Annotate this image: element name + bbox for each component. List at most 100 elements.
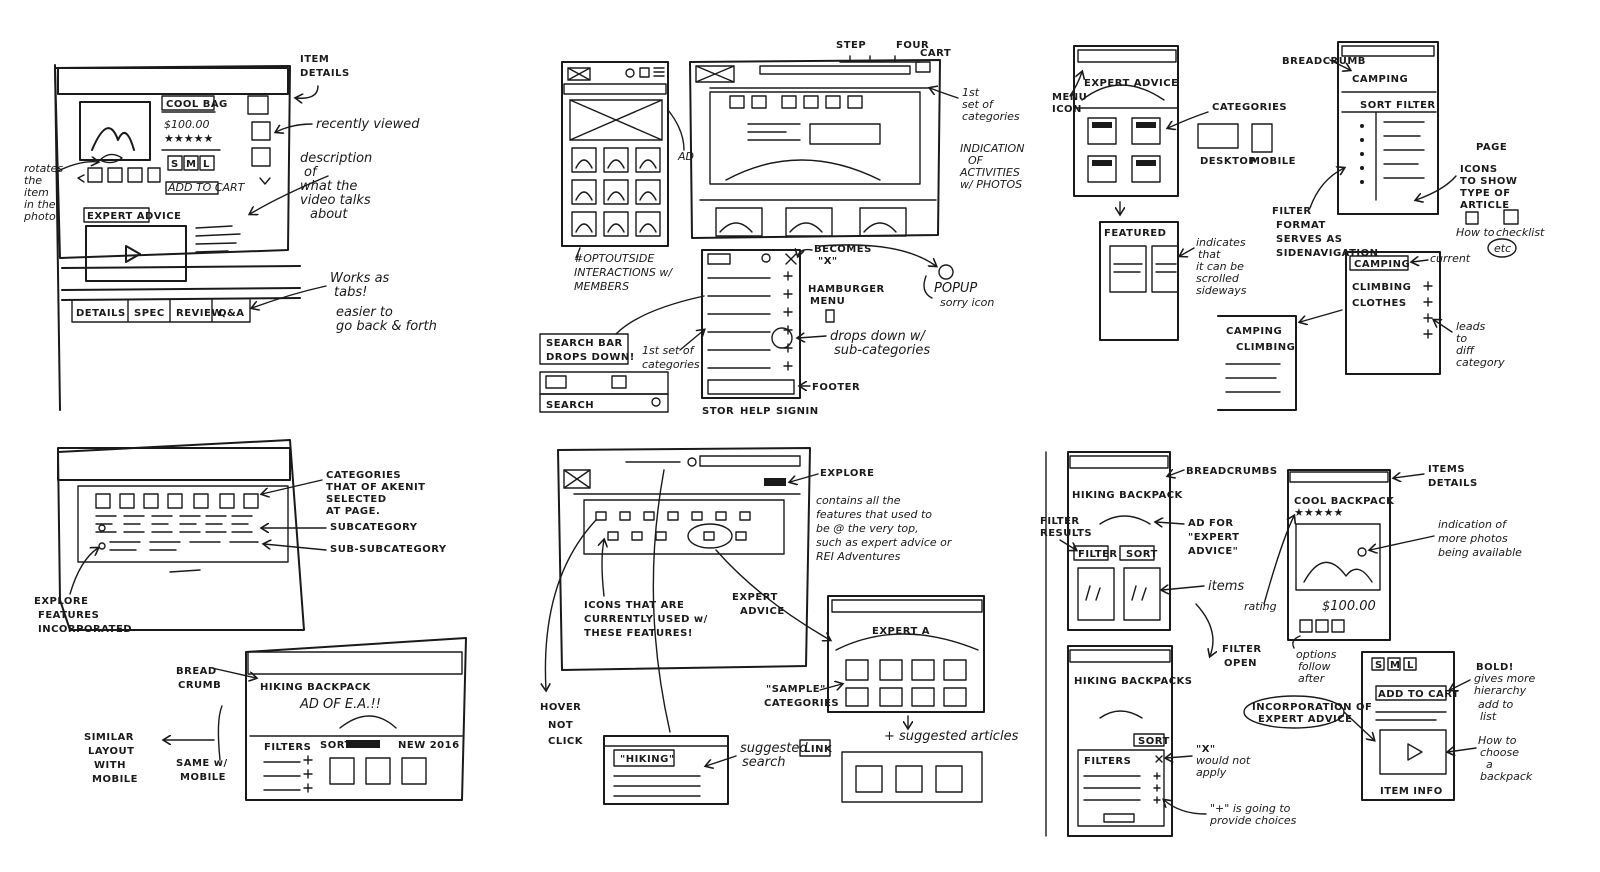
pl-item-1[interactable] [1078,568,1114,620]
mobile-cart-icon[interactable] [640,68,649,77]
menu-footer [708,380,794,394]
menu-search-icon[interactable] [762,254,770,262]
pd2-play-icon[interactable] [1408,744,1422,760]
play-icon[interactable] [126,246,140,262]
featured-card-1[interactable] [1110,246,1146,292]
sidenav-plus-icons[interactable] [1424,282,1432,338]
cat-sub-lists[interactable] [96,516,258,550]
fo-close-icon[interactable] [1156,756,1162,762]
menu-close-icon[interactable] [786,254,796,264]
recent-thumb-1[interactable] [248,96,268,114]
subcategory-highlight [772,328,792,348]
pd2-video[interactable] [1380,730,1446,774]
product-tag-text: COOL BAG [166,99,228,110]
works-as-tabs-note-4: go back & forth [336,319,437,334]
bold-note-3: hierarchy [1474,684,1527,697]
explore-dot-1[interactable] [99,525,105,531]
article-card-3[interactable] [936,766,962,792]
mobile-search-icon[interactable] [626,69,634,77]
desktop-cart-icon[interactable] [916,62,930,72]
pd-size-m[interactable] [1316,620,1328,632]
fo-plus-icons[interactable] [1154,773,1160,803]
explore-feature-icons[interactable] [596,512,750,540]
pd-size-l[interactable] [1332,620,1344,632]
works-as-tabs-note-2: tabs! [334,285,367,300]
explore-dot-2[interactable] [99,543,105,549]
tab-details[interactable]: DETAILS [76,308,126,319]
pd-size-s[interactable] [1300,620,1312,632]
explore-button[interactable] [764,478,786,486]
pl-item-2[interactable] [1124,568,1160,620]
camping-list[interactable] [1360,122,1424,184]
recent-chevron-icon[interactable] [260,178,270,184]
desktop-photo-3[interactable] [860,208,906,236]
search-bar-note-2: DROPS DOWN! [546,352,635,363]
rotate-icon[interactable] [100,154,122,162]
subcat-product-3[interactable] [402,758,426,784]
pd-photo[interactable] [1296,524,1380,590]
subcat-filter-list[interactable] [264,756,312,792]
desktop-cat-2[interactable] [752,96,766,108]
first-set-arrow [930,88,958,98]
cat-icon-row[interactable] [96,494,258,508]
ea-cat-3[interactable] [1088,156,1116,182]
explore-top-nav[interactable] [700,456,800,466]
desktop-photo-1[interactable] [716,208,762,236]
tab-review[interactable]: REVIEW [176,308,223,319]
desktop-cat-6[interactable] [848,96,862,108]
desktop-photo-mountains [720,223,896,232]
tab-spec[interactable]: SPEC [134,308,165,319]
subcat-product-1[interactable] [330,758,354,784]
mobile-category-bar[interactable] [564,84,666,94]
icons-used-note-3: THESE FEATURES! [584,628,693,639]
ea-cat-1[interactable] [1088,118,1116,144]
ea-page-frame [828,596,984,712]
ea-cat-2[interactable] [1132,118,1160,144]
ea-cat-4[interactable] [1132,156,1160,182]
indicates-note-5: sideways [1196,284,1247,297]
description-note-1: description [300,151,372,166]
leads-note-4: category [1456,356,1505,369]
mobile-hamburger-icon[interactable] [654,68,664,76]
sidenav-clothes-label[interactable]: CLOTHES [1352,298,1407,309]
search-magnifier-icon[interactable] [652,398,660,406]
article-card-1[interactable] [856,766,882,792]
fo-filter-options[interactable] [1084,776,1140,800]
featured-card-2[interactable] [1152,246,1178,292]
rotates-note-5: photo [23,210,56,223]
menu-category-list[interactable] [708,272,792,370]
fo-apply-button[interactable] [1104,814,1134,822]
categories-arrow [1168,112,1208,128]
sketch-home-page: #OPTOUTSIDE INTERACTIONS w/ MEMBERS AD S… [540,40,1024,417]
item-info-label[interactable]: ITEM INFO [1380,786,1443,797]
desktop-cat-5[interactable] [826,96,840,108]
desktop-cat-3[interactable] [782,96,796,108]
mobile-photo-grid[interactable] [572,148,660,236]
article-card-2[interactable] [896,766,922,792]
desktop-cat-4[interactable] [804,96,818,108]
sample-category-grid[interactable] [846,660,966,706]
sidenav-climbing-label[interactable]: CLIMBING [1352,282,1411,293]
ea-header [1078,50,1176,62]
thumbnail-row[interactable] [88,168,160,182]
hiking-search-text: "HIKING" [620,754,675,765]
filter-label: FILTER [1396,100,1436,111]
recent-thumb-3[interactable] [252,148,270,166]
sort-label: SORT [1360,100,1392,111]
thumb-left-arrow[interactable] [78,175,84,182]
desktop-hero-content [748,124,880,144]
sample-note-1: "SAMPLE" [766,684,826,695]
desktop-top-nav[interactable] [760,66,910,74]
filters-label[interactable]: FILTERS [264,742,311,753]
subcat-product-2[interactable] [366,758,390,784]
becomes-note-2: "X" [818,256,838,267]
popup-icon [939,265,953,279]
recent-thumb-2[interactable] [252,122,270,140]
sort-dropdown[interactable] [346,740,380,748]
search-suggestion-lines[interactable] [614,776,700,796]
tab-qa[interactable]: Q&A [218,308,244,319]
desktop-photo-2[interactable] [786,208,832,236]
desktop-cat-1[interactable] [730,96,744,108]
explore-search-icon[interactable] [688,458,696,466]
ea-note-2: ADVICE [740,606,785,617]
